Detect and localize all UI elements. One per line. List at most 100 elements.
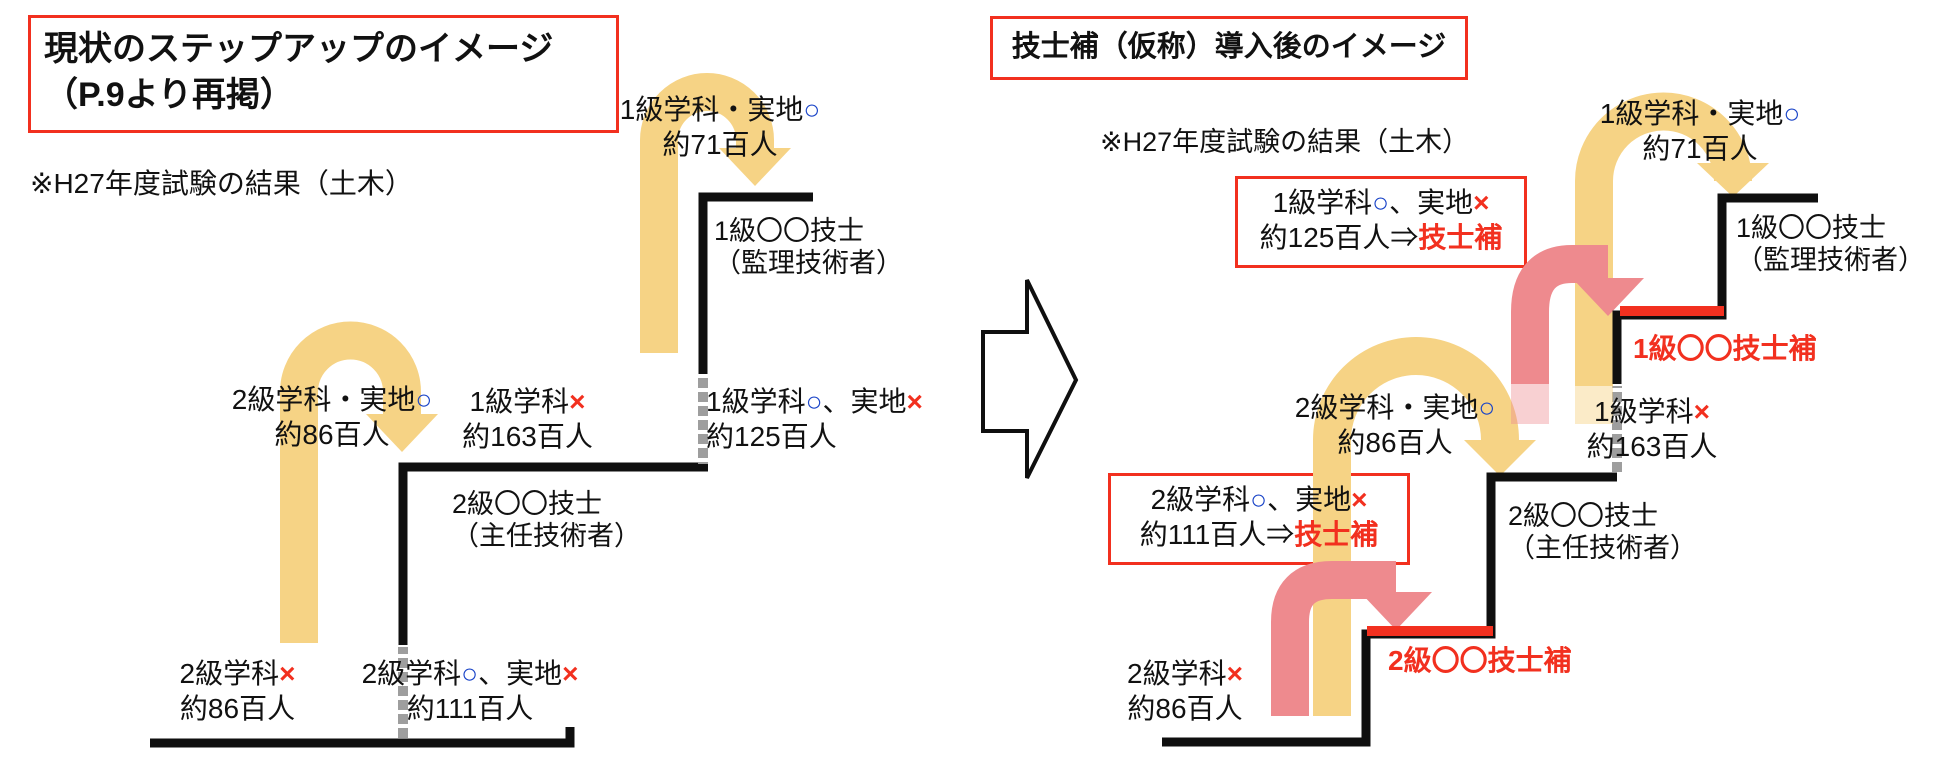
right-step-mid-line1: 2級〇〇技士 xyxy=(1508,501,1659,531)
right-title: 技士補（仮称）導入後のイメージ xyxy=(1011,31,1447,63)
right-fail-1kyu-count: 約163百人 xyxy=(1586,431,1718,462)
callout-border-2kyu xyxy=(1108,473,1410,565)
left-flow-mid-label: 2級学科・実地○ 約86百人 xyxy=(222,382,442,452)
left-step-top-line1: 1級〇〇技士 xyxy=(714,216,865,246)
left-step-mid-line2: （主任技術者） xyxy=(452,521,641,551)
pass-circle-mark: ○ xyxy=(1372,187,1390,218)
left-hatch-riser2 xyxy=(698,376,708,464)
left-step-mid-label: 2級〇〇技士 （主任技術者） xyxy=(452,488,641,552)
callout-2kyu-gishiho: 技士補 xyxy=(1294,519,1379,550)
pink-arrowhead-1kyu-hosu xyxy=(1572,278,1644,316)
fail-x-mark: × xyxy=(569,386,586,417)
callout-1kyu-label: 1級学科○、実地× 約125百人⇒技士補 xyxy=(1235,185,1527,255)
right-step-top-line1: 1級〇〇技士 xyxy=(1736,213,1887,243)
left-stair-step3 xyxy=(698,192,813,374)
yellow-arrow-fade-tail xyxy=(1575,384,1613,424)
left-fail-2kyu-count: 約86百人 xyxy=(179,693,296,724)
fail-x-mark: × xyxy=(279,658,296,689)
left-partial-1kyu-label: 1級学科○、実地× 約125百人 xyxy=(706,384,923,454)
left-title-box: 現状のステップアップのイメージ （P.9より再掲） xyxy=(28,15,619,133)
left-note: ※H27年度試験の結果（土木） xyxy=(30,168,413,199)
left-step-top-label: 1級〇〇技士 （監理技術者） xyxy=(714,215,903,279)
left-partial-1kyu-a: 1級学科 xyxy=(706,386,806,417)
fail-x-mark: × xyxy=(1473,187,1490,218)
callout-1kyu-count: 約125百人⇒ xyxy=(1259,222,1419,253)
pass-circle-mark: ○ xyxy=(805,386,823,417)
pass-circle-mark: ○ xyxy=(1478,392,1496,423)
right-flow-top-label: 1級学科・実地○ 約71百人 xyxy=(1585,96,1815,166)
right-step-mid-label: 2級〇〇技士 （主任技術者） xyxy=(1508,500,1697,564)
fail-x-mark: × xyxy=(906,386,923,417)
right-flow-top-count: 約71百人 xyxy=(1642,133,1758,164)
left-step-mid-line1: 2級〇〇技士 xyxy=(452,489,603,519)
left-partial-2kyu-count: 約111百人 xyxy=(406,693,534,724)
left-step-top-line2: （監理技術者） xyxy=(714,248,903,278)
right-step-top-line2: （監理技術者） xyxy=(1736,245,1925,275)
pink-arrow-2kyu-hosu xyxy=(1271,561,1396,716)
right-1kyu-hosu-label: 1級〇〇技士補 xyxy=(1633,333,1817,364)
pink-arrow-fade-tail xyxy=(1511,384,1549,424)
left-flow-top-text: 1級学科・実地 xyxy=(619,94,804,125)
right-note: ※H27年度試験の結果（土木） xyxy=(1100,127,1470,157)
callout-1kyu-gishiho: 技士補 xyxy=(1418,222,1503,253)
left-fail-2kyu-text: 2級学科 xyxy=(179,658,280,689)
right-flow-mid-text: 2級学科・実地 xyxy=(1294,392,1479,423)
right-flow-mid-label: 2級学科・実地○ 約86百人 xyxy=(1280,390,1510,460)
yellow-arrow-right-bottom xyxy=(1313,337,1519,716)
left-title-line1: 現状のステップアップのイメージ xyxy=(44,30,554,68)
pass-circle-mark: ○ xyxy=(415,384,433,415)
yellow-arrowhead-left-bottom xyxy=(366,414,438,452)
fail-x-mark: × xyxy=(562,658,579,689)
yellow-arrow-left-top xyxy=(640,73,774,353)
left-fail-1kyu-text: 1級学科 xyxy=(469,386,570,417)
fail-x-mark: × xyxy=(1693,396,1710,427)
pass-circle-mark: ○ xyxy=(1250,484,1268,515)
left-flow-top-count: 約71百人 xyxy=(662,129,778,160)
callout-1kyu-a: 1級学科 xyxy=(1272,187,1373,218)
right-fail-1kyu-text: 1級学科 xyxy=(1594,396,1694,427)
left-partial-1kyu-b: 、実地 xyxy=(822,386,907,417)
pink-arrowhead-2kyu-hosu xyxy=(1360,592,1432,630)
left-flow-mid-text: 2級学科・実地 xyxy=(231,384,416,415)
left-flow-mid-count: 約86百人 xyxy=(274,419,390,450)
right-2kyu-hosu-label: 2級〇〇技士補 xyxy=(1388,645,1572,676)
left-fail-1kyu-label: 1級学科× 約163百人 xyxy=(445,384,610,454)
right-title-box: 技士補（仮称）導入後のイメージ xyxy=(990,16,1468,80)
right-step-top-label: 1級〇〇技士 （監理技術者） xyxy=(1736,212,1925,276)
callout-2kyu-a: 2級学科 xyxy=(1150,484,1251,515)
callout-1kyu-b: 、実地 xyxy=(1389,187,1474,218)
left-stair-floor xyxy=(150,727,575,748)
callout-border-1kyu xyxy=(1235,176,1527,268)
right-flow-top-text: 1級学科・実地 xyxy=(1599,98,1784,129)
pink-arrow-1kyu-hosu xyxy=(1511,245,1608,384)
pass-circle-mark: ○ xyxy=(461,658,479,689)
pass-circle-mark: ○ xyxy=(1783,98,1801,129)
right-step-mid-line2: （主任技術者） xyxy=(1508,533,1697,563)
right-fail-1kyu-label: 1級学科× 約163百人 xyxy=(1563,394,1741,464)
right-flow-mid-count: 約86百人 xyxy=(1337,427,1453,458)
left-partial-2kyu-b: 、実地 xyxy=(478,658,563,689)
right-hatch-riser xyxy=(1612,386,1622,474)
left-partial-2kyu-a: 2級学科 xyxy=(361,658,462,689)
left-stair-step2 xyxy=(398,462,708,645)
callout-2kyu-label: 2級学科○、実地× 約111百人⇒技士補 xyxy=(1108,482,1410,552)
left-title-line2: （P.9より再掲） xyxy=(44,76,294,114)
right-fail-2kyu-text: 2級学科 xyxy=(1127,658,1227,689)
yellow-arrow-right-top xyxy=(1575,92,1752,386)
callout-2kyu-count: 約111百人⇒ xyxy=(1139,519,1295,550)
red-tread-2kyu-hosu xyxy=(1367,626,1493,636)
right-fail-2kyu-label: 2級学科× 約86百人 xyxy=(1105,656,1265,726)
left-fail-1kyu-count: 約163百人 xyxy=(462,421,593,452)
right-fail-2kyu-count: 約86百人 xyxy=(1127,693,1243,724)
callout-2kyu-b: 、実地 xyxy=(1267,484,1352,515)
left-hatch-riser1 xyxy=(398,647,408,740)
left-partial-2kyu-label: 2級学科○、実地× 約111百人 xyxy=(348,656,592,726)
yellow-arrowhead-right-top xyxy=(1697,163,1769,197)
left-partial-1kyu-count: 約125百人 xyxy=(706,421,837,452)
transition-block-arrow xyxy=(981,279,1079,479)
yellow-arrowhead-left-top xyxy=(719,148,791,186)
yellow-arrowhead-right-bottom xyxy=(1464,440,1536,476)
left-flow-top-label: 1級学科・実地○ 約71百人 xyxy=(600,92,840,162)
